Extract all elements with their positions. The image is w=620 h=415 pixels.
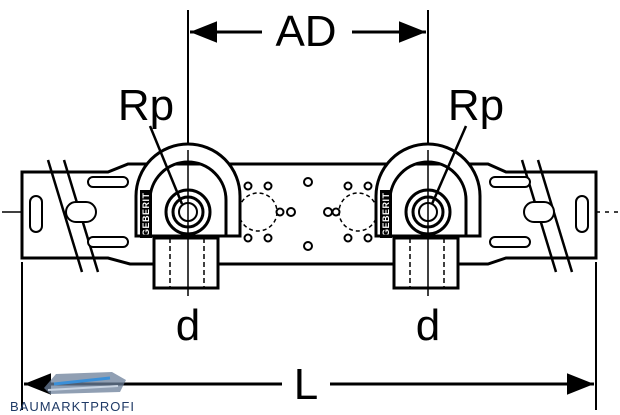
wall-elbow-left: GEBERIT — [134, 142, 242, 290]
label-length: L — [294, 360, 318, 409]
brand-label-right: GEBERIT — [381, 192, 391, 236]
label-thread-right: Rp — [448, 81, 504, 130]
label-pipe-left: d — [176, 301, 200, 350]
label-pipe-right: d — [416, 301, 440, 350]
label-center-distance: AD — [275, 7, 336, 56]
brand-label-left: GEBERIT — [141, 192, 151, 236]
leader-thread-left — [148, 125, 184, 205]
label-thread-left: Rp — [118, 81, 174, 130]
watermark-text: BAUMARKTPROFI — [10, 399, 135, 414]
leader-thread-right — [430, 125, 468, 205]
watermark-logo — [44, 372, 126, 394]
mounting-rail — [20, 159, 598, 273]
